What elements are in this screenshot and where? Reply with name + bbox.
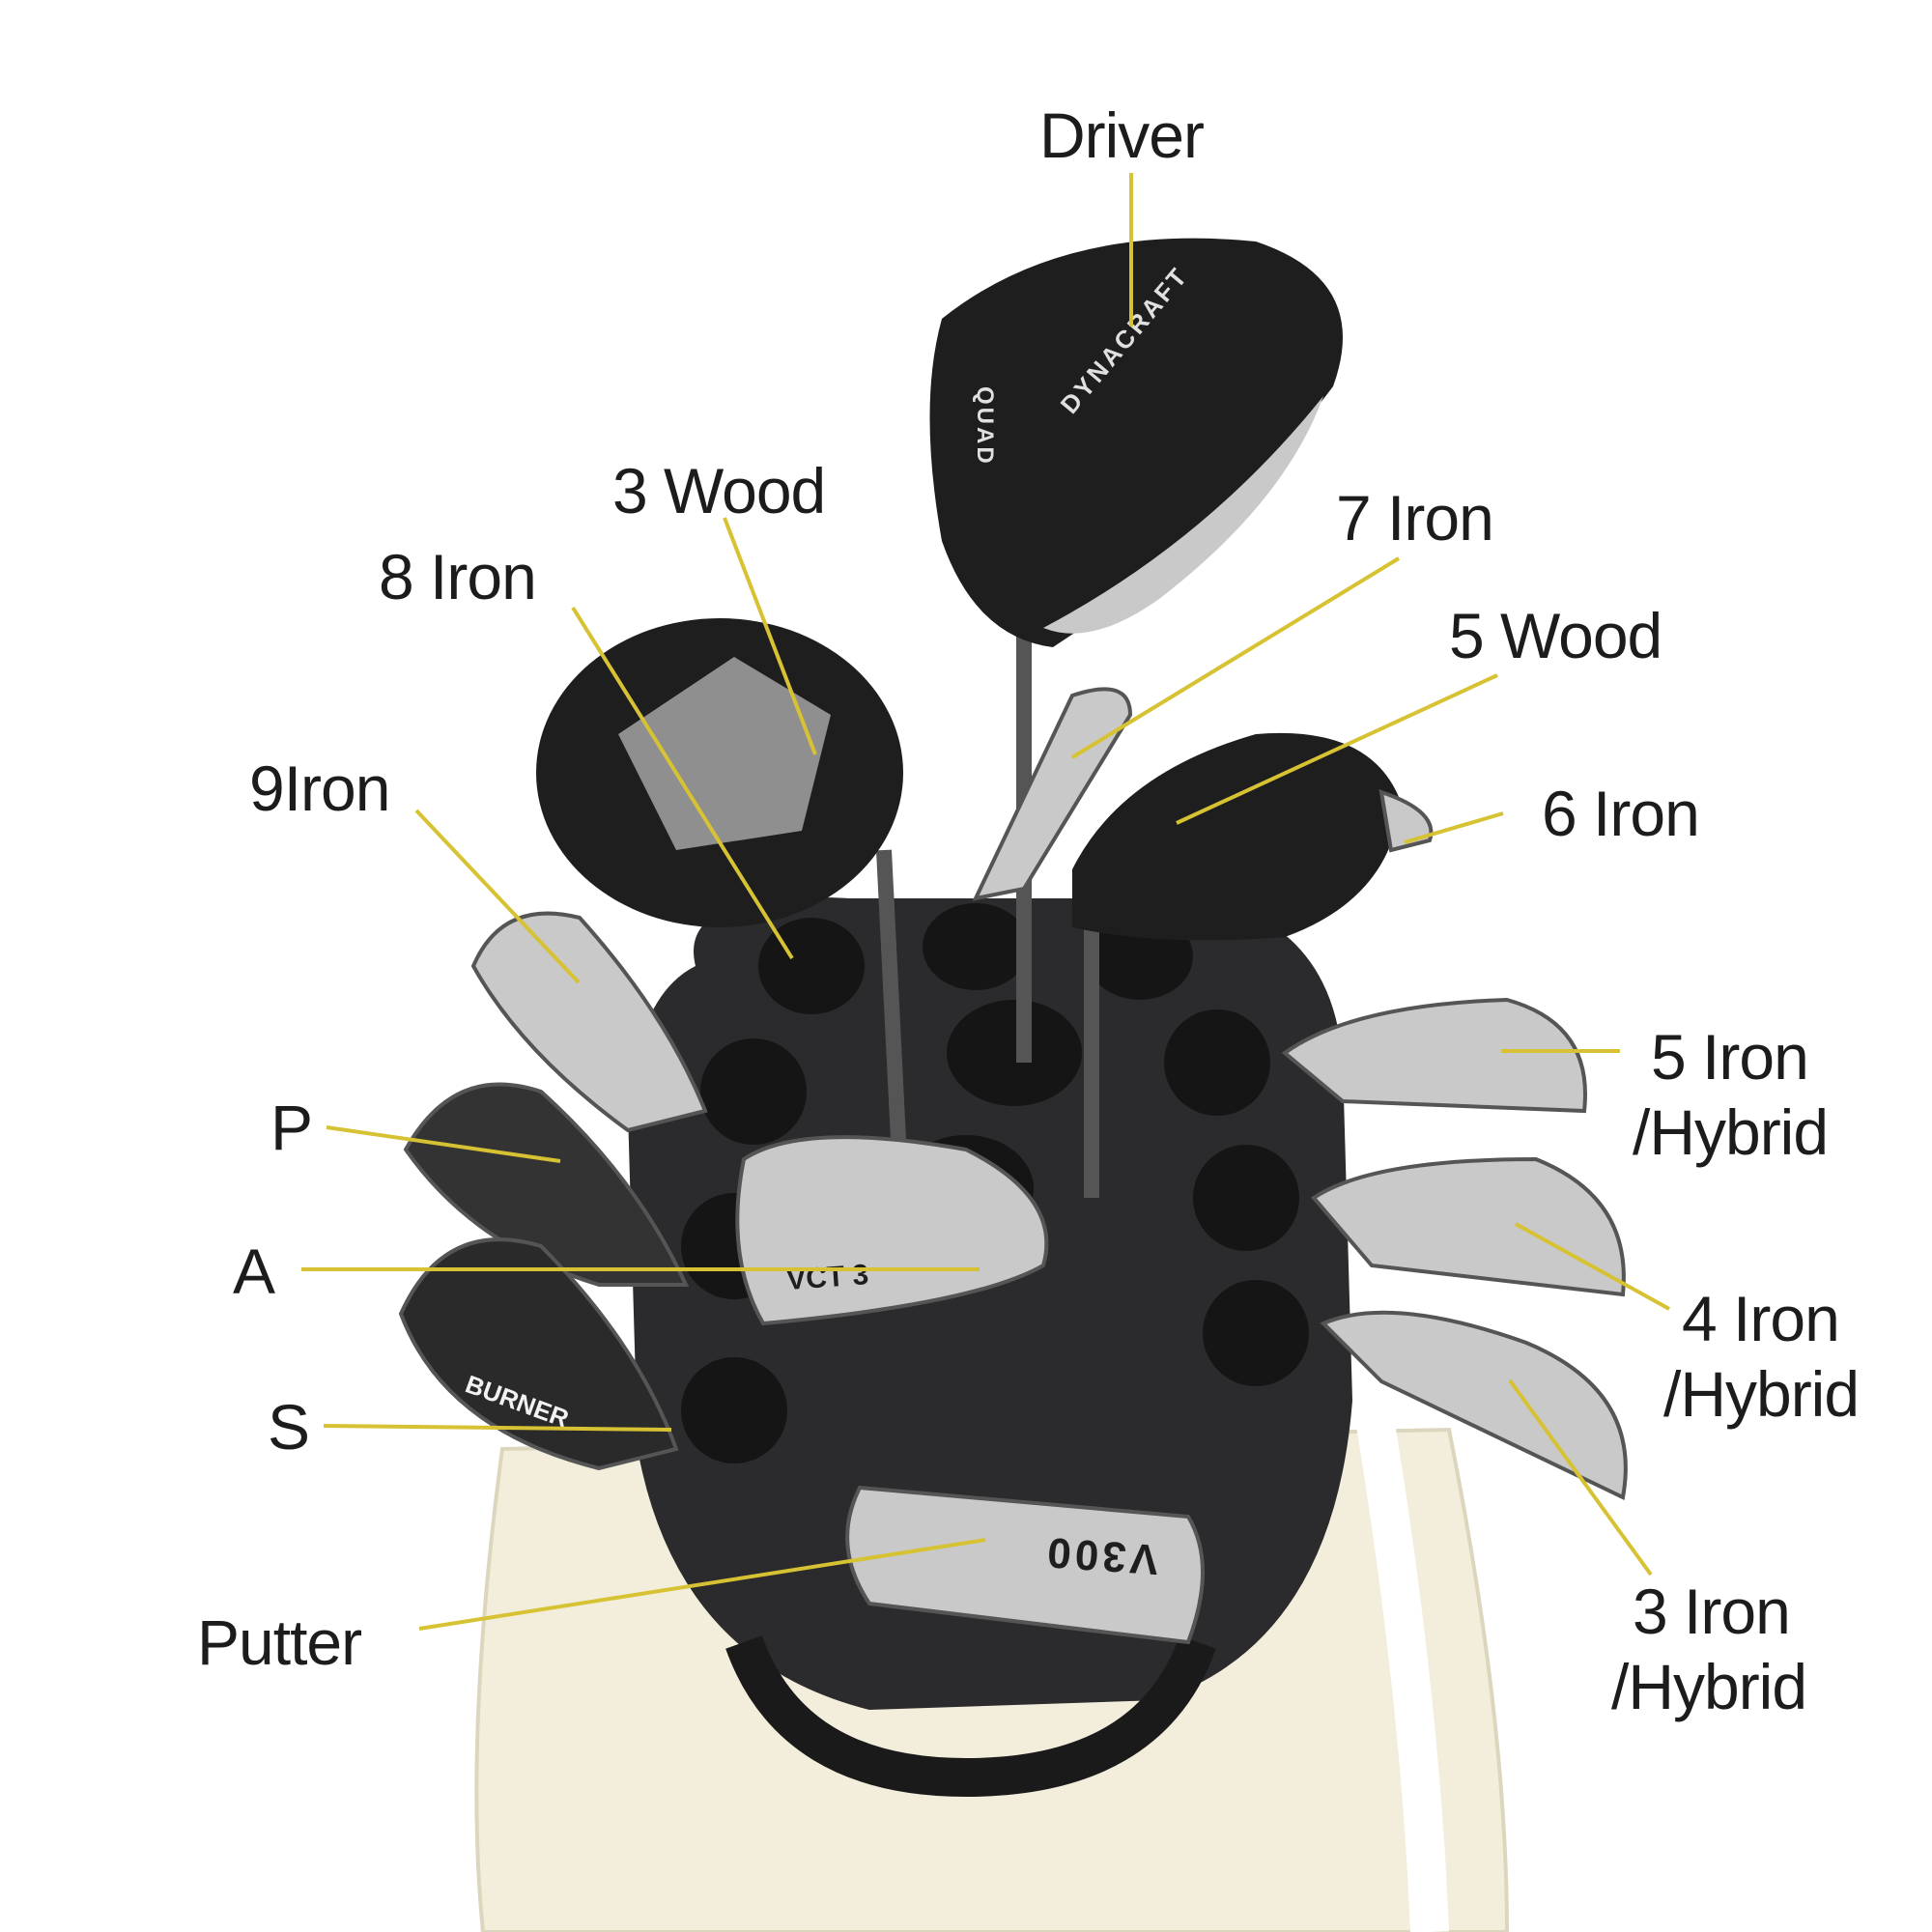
sw-head [398,1237,679,1471]
iron3-head [1320,1310,1628,1500]
putter-model-marking: V300 [1042,1528,1160,1583]
leader-wood3 [723,517,817,755]
leader-wood5 [1176,673,1498,825]
bag-handle [725,1634,1216,1798]
label-line-2: /Hybrid [1611,1651,1807,1722]
approach-wedge-marking: VCT 3 [785,1259,869,1296]
leader-iron3 [1508,1378,1653,1577]
iron5-head [1281,997,1587,1114]
club-divider-tray [628,896,1352,1710]
bag-stripe [1352,1397,1449,1932]
leader-iron8 [571,606,794,960]
iron6-head [1378,789,1434,853]
label-3-wood: 3 Wood [612,455,826,526]
label-putter: Putter [197,1606,362,1678]
iron-heads [398,687,1628,1645]
label-5-iron-hybrid: 5 Iron /Hybrid [1633,1019,1829,1170]
leader-iron4 [1515,1222,1670,1311]
leader-iron6 [1404,811,1504,844]
iron9-head [470,911,708,1133]
driver-model-marking: QUAD [972,386,998,467]
iron4-head [1311,1156,1626,1297]
pw-head [403,1082,690,1287]
label-driver: Driver [1039,99,1205,171]
label-line-1: 5 Iron [1651,1021,1809,1093]
leader-iron9 [414,809,581,984]
label-line-2: /Hybrid [1663,1358,1860,1430]
label-sand-wedge: S [268,1391,310,1463]
label-approach-wedge: A [233,1236,275,1307]
driver-head [929,238,1343,647]
wood5-head [1072,732,1401,941]
label-pitching-wedge: P [270,1092,313,1163]
label-line-2: /Hybrid [1633,1096,1829,1168]
aw-head [735,1135,1049,1326]
label-6-iron: 6 Iron [1542,778,1700,849]
label-line-1: 4 Iron [1682,1283,1840,1354]
leader-iron7 [1070,556,1401,759]
iron7-head [972,687,1133,901]
label-4-iron-hybrid: 4 Iron /Hybrid [1663,1281,1860,1432]
wood3-crown-detail [618,657,831,850]
label-5-wood: 5 Wood [1449,600,1662,671]
label-7-iron: 7 Iron [1336,482,1494,554]
label-9-iron: 9Iron [249,753,390,824]
leader-putter [418,1538,986,1631]
putter-head [845,1485,1205,1645]
leader-sw [323,1424,672,1432]
leader-lines [301,173,1670,1631]
label-3-iron-hybrid: 3 Iron /Hybrid [1611,1574,1807,1724]
label-line-1: 3 Iron [1633,1576,1791,1647]
leader-pw [326,1125,561,1163]
label-8-iron: 8 Iron [379,541,537,612]
